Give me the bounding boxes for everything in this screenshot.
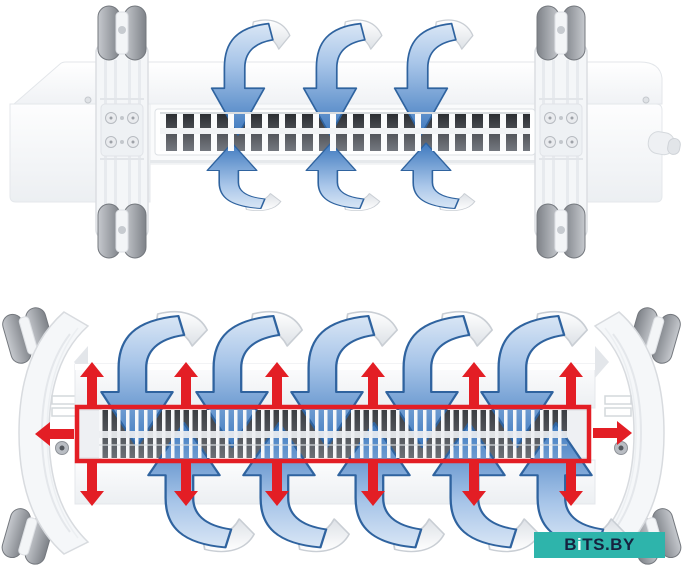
heat-arrow — [361, 461, 385, 506]
watermark-prefix: B — [564, 535, 577, 554]
heat-arrow — [80, 362, 104, 407]
bracket-foot-left — [95, 5, 149, 259]
heat-arrow — [265, 362, 289, 407]
bottom-view-heater — [0, 304, 683, 567]
power-cord-boss — [647, 131, 681, 156]
heat-flow-arrows — [35, 362, 632, 506]
bracket-foot-right — [534, 5, 588, 259]
top-view-heater — [9, 5, 681, 259]
heat-arrow — [559, 362, 583, 407]
heat-arrow — [593, 421, 632, 445]
screw-icon — [642, 96, 650, 104]
heat-arrow — [361, 362, 385, 407]
heat-arrow — [462, 362, 486, 407]
heater-top-face — [12, 61, 663, 105]
heat-arrow — [35, 422, 74, 446]
screw-icon — [84, 96, 92, 104]
heat-arrow — [265, 461, 289, 506]
watermark-suffix: TS.BY — [582, 535, 635, 554]
heat-arrow — [559, 461, 583, 506]
heat-arrow — [174, 362, 198, 407]
heat-arrow — [80, 461, 104, 506]
heat-arrow — [174, 461, 198, 506]
heat-arrow — [462, 461, 486, 506]
heating-element-frame — [74, 404, 592, 464]
watermark-accent: i — [576, 535, 583, 554]
